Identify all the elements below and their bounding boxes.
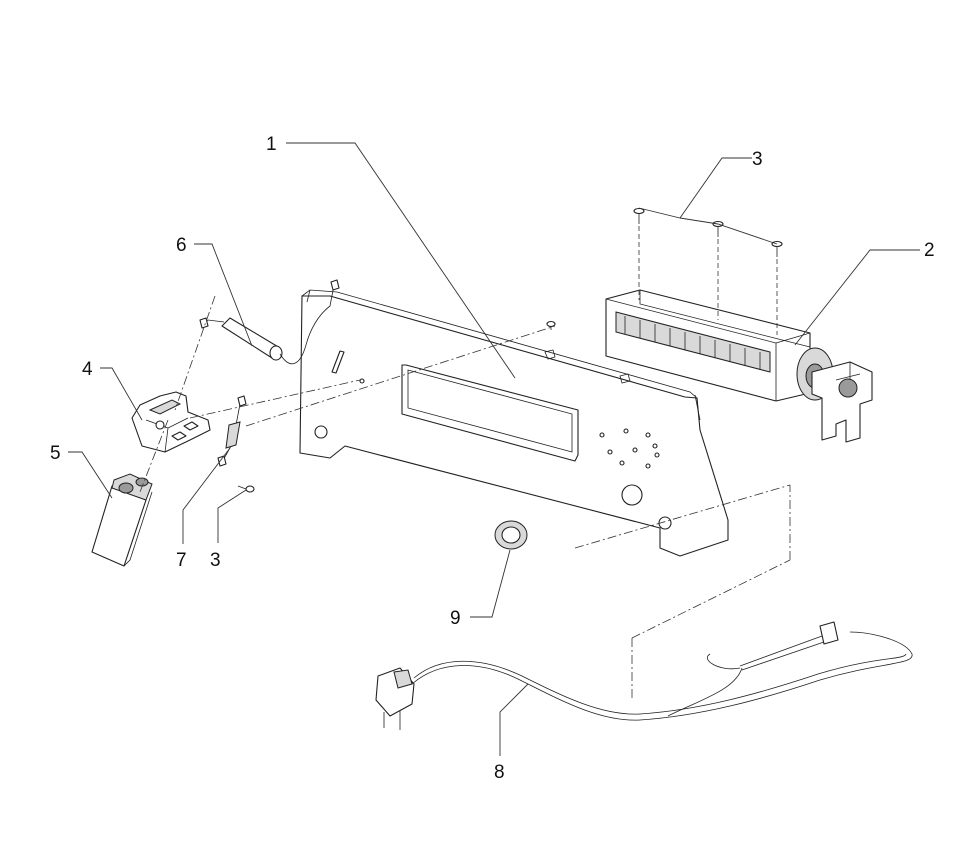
callout-4: 4 bbox=[82, 359, 143, 421]
callout-3-bottom: 3 bbox=[210, 489, 247, 571]
screw-icon bbox=[237, 485, 255, 493]
part-8-mains-cable bbox=[375, 484, 913, 730]
callout-2: 2 bbox=[794, 240, 935, 346]
part-3-screws-top bbox=[546, 207, 783, 335]
callout-label: 5 bbox=[50, 443, 61, 464]
callout-8: 8 bbox=[494, 683, 529, 783]
callout-7: 7 bbox=[176, 447, 231, 571]
part-1-mounting-panel bbox=[299, 289, 729, 557]
screw-icon bbox=[546, 320, 556, 330]
callout-label: 7 bbox=[176, 550, 187, 571]
screw-icon bbox=[633, 207, 645, 224]
part-7-diode bbox=[217, 395, 247, 467]
callout-5: 5 bbox=[50, 443, 113, 499]
assembly-lines bbox=[139, 295, 556, 493]
callout-6: 6 bbox=[176, 235, 253, 347]
callout-1: 1 bbox=[266, 134, 516, 379]
callout-3-top: 3 bbox=[638, 149, 778, 245]
part-3-screw-bottom bbox=[237, 485, 255, 493]
part-9-grommet bbox=[494, 520, 528, 550]
callout-label: 4 bbox=[82, 359, 93, 380]
part-5-capacitor bbox=[91, 473, 153, 567]
callout-label: 2 bbox=[924, 240, 935, 261]
part-4-bracket bbox=[131, 391, 211, 453]
callout-label: 1 bbox=[266, 134, 277, 155]
part-2-tangential-fan bbox=[605, 289, 873, 443]
callout-label: 8 bbox=[494, 762, 505, 783]
part-6-component-with-wire bbox=[199, 279, 340, 365]
callout-label: 6 bbox=[176, 235, 187, 256]
callout-9: 9 bbox=[450, 549, 511, 629]
callout-label: 9 bbox=[450, 608, 461, 629]
callout-label: 3 bbox=[752, 149, 763, 170]
callout-label: 3 bbox=[210, 550, 221, 571]
